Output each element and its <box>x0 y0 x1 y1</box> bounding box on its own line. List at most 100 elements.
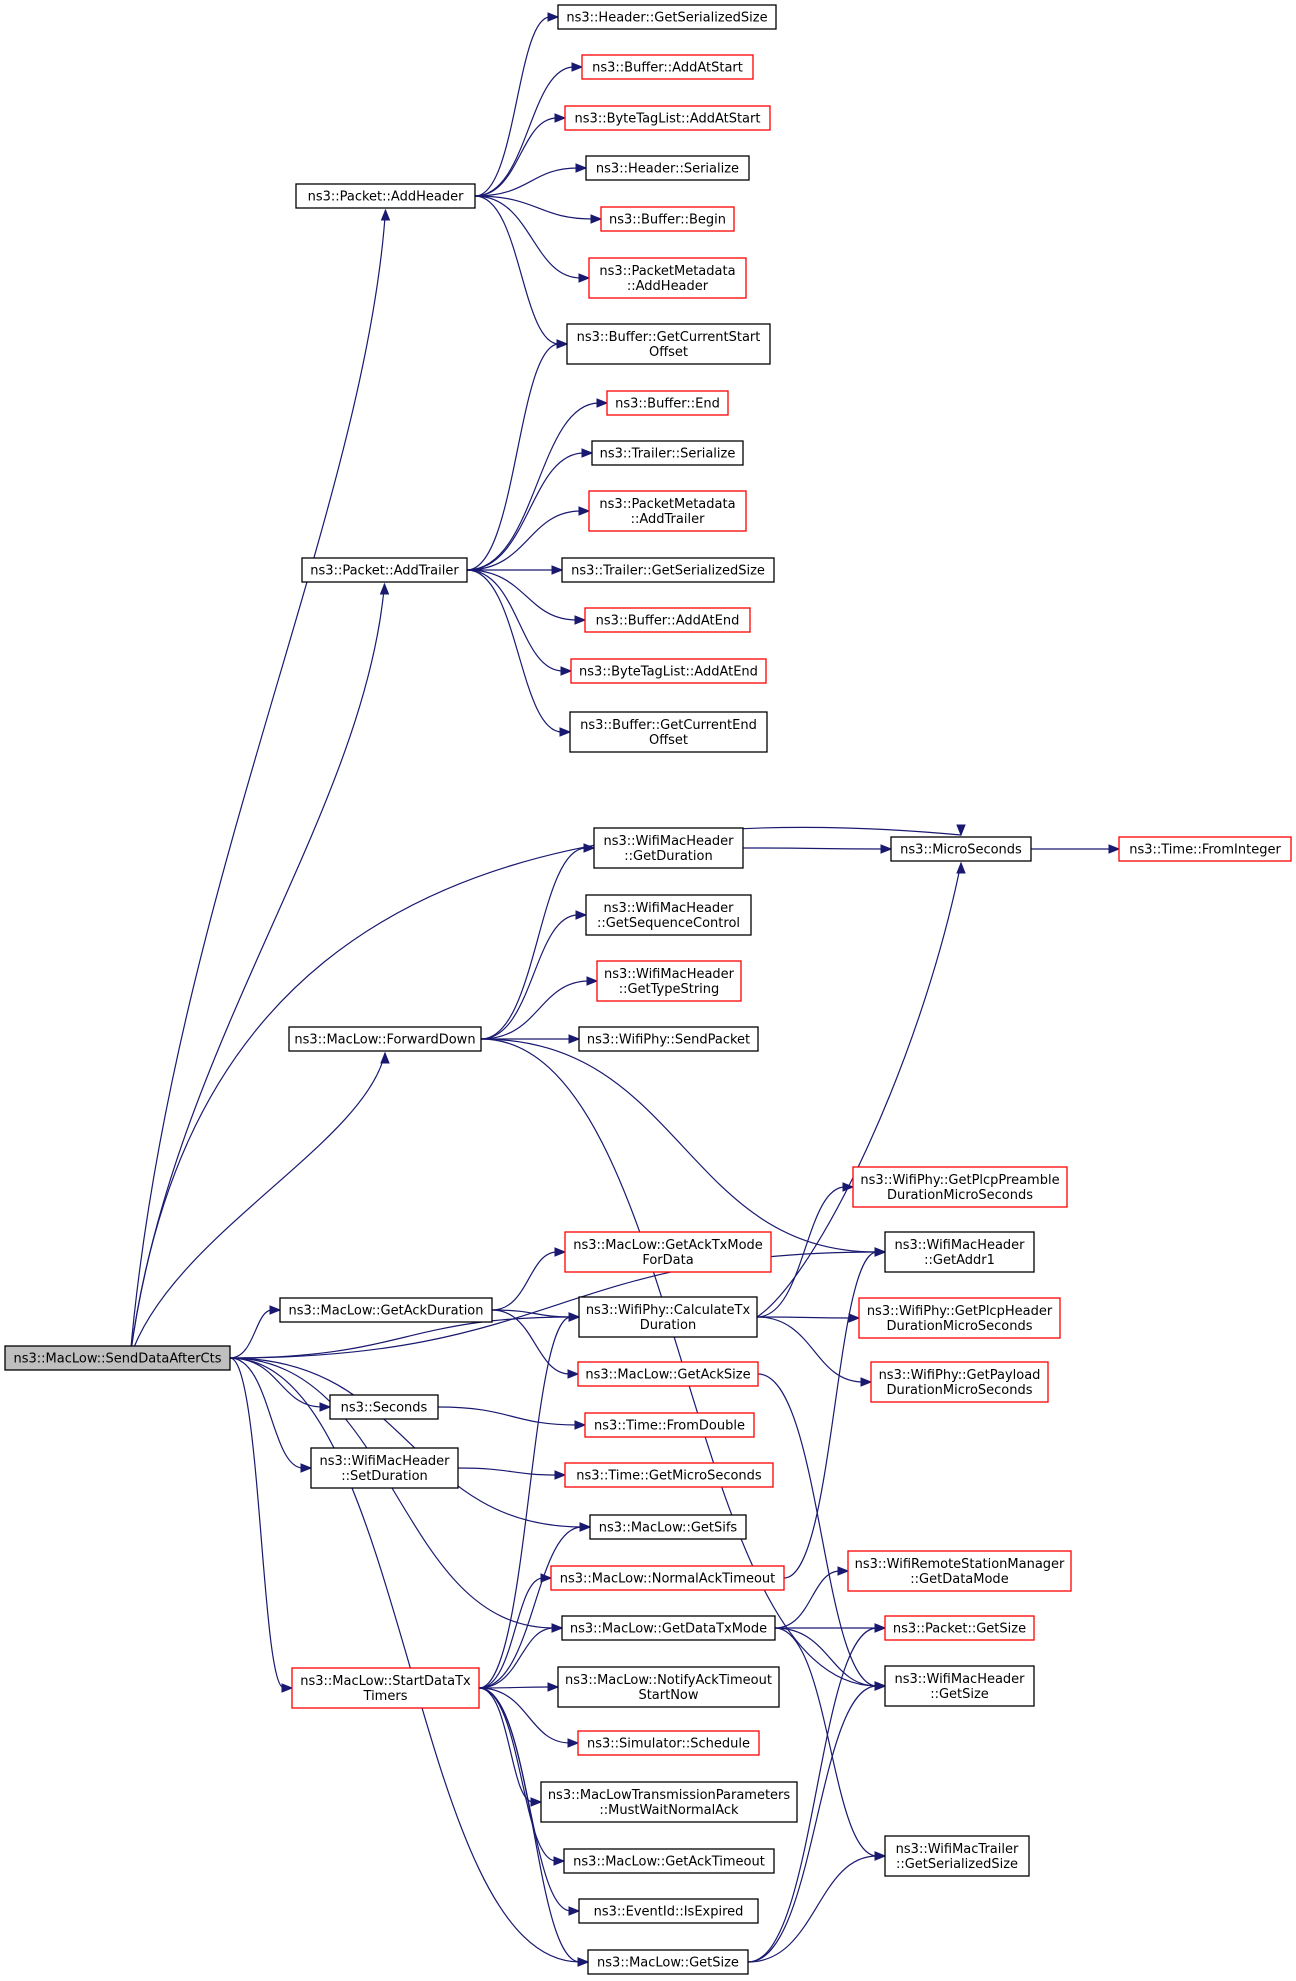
node-box <box>561 557 775 583</box>
edge-fwd-to-wmh_addr1 <box>480 1038 887 1257</box>
node-label-line: ns3::Buffer::AddAtEnd <box>596 614 740 629</box>
node-t-getser[interactable]: ns3::Trailer::GetSerializedSize <box>561 557 775 583</box>
node-addtrailer[interactable]: ns3::Packet::AddTrailer <box>301 557 468 583</box>
edge-normalack-to-wmh_addr1 <box>783 1247 887 1579</box>
node-btl-addend[interactable]: ns3::ByteTagList::AddAtEnd <box>570 658 767 684</box>
node-h-ser[interactable]: ns3::Header::Serialize <box>585 155 750 181</box>
node-box <box>884 1615 1035 1641</box>
node-label-line: ns3::MacLow::NotifyAckTimeout <box>565 1673 772 1688</box>
node-wmh-getseq[interactable]: ns3::WifiMacHeader::GetSequenceControl <box>585 894 752 936</box>
node-getdatamode[interactable]: ns3::MacLow::GetDataTxMode <box>561 1615 776 1641</box>
node-isexpired[interactable]: ns3::EventId::IsExpired <box>578 1898 759 1924</box>
edge-arrowhead <box>874 1851 887 1861</box>
node-buf-addend[interactable]: ns3::Buffer::AddAtEnd <box>584 607 751 633</box>
node-fwd[interactable]: ns3::MacLow::ForwardDown <box>288 1026 482 1052</box>
node-box <box>870 1361 1049 1403</box>
node-label-line: ns3::MacLow::GetSifs <box>599 1521 738 1536</box>
node-micro[interactable]: ns3::MicroSeconds <box>890 836 1032 862</box>
node-box <box>847 1550 1072 1592</box>
node-t-ser[interactable]: ns3::Trailer::Serialize <box>591 440 744 466</box>
edge-getdatamode-to-wmh_getsize <box>774 1627 887 1691</box>
node-label-line: ns3::MacLow::SendDataAfterCts <box>14 1352 222 1367</box>
node-acksize[interactable]: ns3::MacLow::GetAckSize <box>577 1361 759 1387</box>
node-getsize[interactable]: ns3::MacLow::GetSize <box>587 1949 749 1975</box>
node-wmh-getsize[interactable]: ns3::WifiMacHeader::GetSize <box>884 1665 1035 1707</box>
node-box <box>588 490 747 532</box>
node-root[interactable]: ns3::MacLow::SendDataAfterCts <box>4 1345 231 1371</box>
edge-arrowhead <box>590 214 603 224</box>
node-label-line: ns3::ByteTagList::AddAtStart <box>575 112 761 127</box>
node-phy-send[interactable]: ns3::WifiPhy::SendPacket <box>578 1026 759 1052</box>
node-addheader[interactable]: ns3::Packet::AddHeader <box>295 183 476 209</box>
node-wmh-gettype[interactable]: ns3::WifiMacHeader::GetTypeString <box>596 960 742 1002</box>
node-getackdur[interactable]: ns3::MacLow::GetAckDuration <box>279 1297 493 1323</box>
node-seconds[interactable]: ns3::Seconds <box>329 1394 439 1420</box>
node-wmh-getdur[interactable]: ns3::WifiMacHeader::GetDuration <box>593 827 744 869</box>
node-acktimeout[interactable]: ns3::MacLow::GetAckTimeout <box>563 1848 775 1874</box>
edge-arrowhead <box>579 1522 592 1532</box>
edge-arrowhead <box>551 1623 564 1633</box>
node-phy-payload[interactable]: ns3::WifiPhy::GetPayloadDurationMicroSec… <box>870 1361 1049 1403</box>
call-edges <box>129 12 1121 1967</box>
node-pm-addheader[interactable]: ns3::PacketMetadata::AddHeader <box>588 257 747 299</box>
node-label-line: ns3::WifiMacHeader <box>319 1454 450 1469</box>
node-getmicro[interactable]: ns3::Time::GetMicroSeconds <box>564 1462 774 1488</box>
node-pm-addtrailer[interactable]: ns3::PacketMetadata::AddTrailer <box>588 490 747 532</box>
edge-starttimers-to-acktimeout <box>478 1687 566 1866</box>
node-wmh-addr1[interactable]: ns3::WifiMacHeader::GetAddr1 <box>884 1231 1035 1273</box>
edge-calctx-to-phy_header <box>756 1313 861 1323</box>
node-label-line: ns3::WifiPhy::SendPacket <box>587 1033 750 1048</box>
node-box <box>578 1026 759 1052</box>
call-nodes: ns3::MacLow::SendDataAfterCtsns3::Packet… <box>4 4 1292 1975</box>
edge-starttimers-to-getdatamode <box>478 1623 564 1689</box>
edge-addheader-to-btl_addstart <box>474 113 567 197</box>
edge-arrowhead <box>530 1797 543 1807</box>
edge-arrowhead <box>281 1683 294 1693</box>
node-label-line: ns3::WifiPhy::GetPlcpPreamble <box>860 1173 1059 1188</box>
node-setdur[interactable]: ns3::WifiMacHeader::SetDuration <box>310 1447 459 1489</box>
edge-getdatamode-to-wmt_getser <box>774 1627 887 1861</box>
node-btl-addstart[interactable]: ns3::ByteTagList::AddAtStart <box>564 105 771 131</box>
node-pkt-getsize[interactable]: ns3::Packet::GetSize <box>884 1615 1035 1641</box>
node-phy-preamble[interactable]: ns3::WifiPhy::GetPlcpPreambleDurationMic… <box>852 1166 1068 1208</box>
node-box <box>288 1026 482 1052</box>
node-wmt-getser[interactable]: ns3::WifiMacTrailer::GetSerializedSize <box>884 1835 1030 1877</box>
edge-addtrailer-to-btl_addend <box>466 569 573 676</box>
edge-arrowhead <box>547 1682 560 1692</box>
edge-arrowhead <box>578 273 591 283</box>
edge-addheader-to-h_ser <box>474 163 588 197</box>
node-label-line: ns3::Packet::AddHeader <box>308 190 464 205</box>
node-buf-begin[interactable]: ns3::Buffer::Begin <box>600 206 735 232</box>
node-fromint[interactable]: ns3::Time::FromInteger <box>1118 836 1292 862</box>
edge-arrowhead <box>380 1051 390 1064</box>
node-mustwait[interactable]: ns3::MacLowTransmissionParameters::MustW… <box>540 1781 798 1823</box>
node-fromdouble[interactable]: ns3::Time::FromDouble <box>584 1412 755 1438</box>
node-label-line: ns3::Trailer::GetSerializedSize <box>571 564 765 579</box>
edge-addheader-to-buf_curstart <box>474 195 569 349</box>
edge-getackdur-to-acksize <box>491 1309 580 1379</box>
node-label-line: ns3::Header::Serialize <box>596 162 739 177</box>
node-buf-end[interactable]: ns3::Buffer::End <box>606 390 729 416</box>
node-label-line: ForData <box>642 1253 693 1268</box>
node-datamode[interactable]: ns3::WifiRemoteStationManager::GetDataMo… <box>847 1550 1072 1592</box>
node-label-line: ns3::ByteTagList::AddAtEnd <box>579 665 758 680</box>
node-h-getser[interactable]: ns3::Header::GetSerializedSize <box>557 4 777 30</box>
edge-calctx-to-micro <box>756 861 966 1318</box>
node-getsifs[interactable]: ns3::MacLow::GetSifs <box>589 1514 747 1540</box>
node-normalack[interactable]: ns3::MacLow::NormalAckTimeout <box>550 1565 785 1591</box>
edge-getsize-to-wmt_getser <box>747 1851 887 1963</box>
node-box <box>577 1730 760 1756</box>
edge-starttimers-to-calctx <box>478 1312 581 1689</box>
node-label-line: ns3::Simulator::Schedule <box>587 1737 750 1752</box>
node-box <box>569 711 768 753</box>
node-phy-header[interactable]: ns3::WifiPhy::GetPlcpHeaderDurationMicro… <box>858 1297 1061 1339</box>
node-sched[interactable]: ns3::Simulator::Schedule <box>577 1730 760 1756</box>
node-buf-addstart[interactable]: ns3::Buffer::AddAtStart <box>581 54 754 80</box>
